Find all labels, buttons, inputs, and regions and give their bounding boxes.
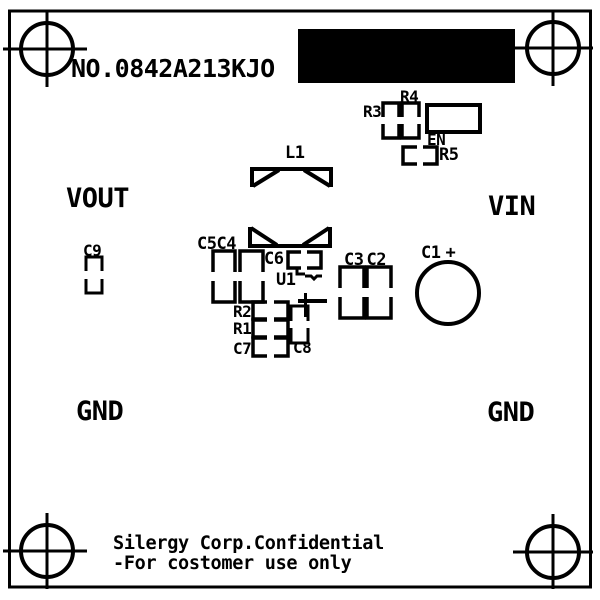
part-number: NO.0842A213KJO [71, 54, 275, 83]
mounting-hole-bottom-left [3, 513, 87, 589]
component-outline-EN [425, 103, 482, 134]
refdes-R4: R4 [400, 87, 419, 106]
refdes-C5C4: C5C4 [197, 236, 236, 253]
component-outline-R4 [400, 101, 421, 140]
refdes-R3: R3 [363, 102, 382, 121]
footer-confidential-line2: -For costomer use only [113, 553, 352, 574]
component-outline-C4 [238, 249, 265, 304]
refdes-C9: C9 [83, 241, 102, 260]
component-outline-C6 [286, 250, 323, 270]
refdes-C1: C1+ [421, 243, 456, 263]
mounting-hole-top-left [3, 11, 87, 87]
refdes-R5: R5 [439, 145, 459, 165]
mounting-hole-top-right [513, 11, 593, 86]
net-label-vout: VOUT [66, 183, 130, 214]
refdes-C7: C7 [233, 339, 252, 358]
refdes-R2: R2 [233, 302, 252, 321]
component-outline-C9 [84, 255, 104, 295]
component-outline-C1 [415, 260, 481, 326]
board-outline [8, 9, 592, 589]
refdes-L1: L1 [285, 143, 305, 163]
refdes-U1: U1 [276, 270, 296, 290]
component-outline-R2 [251, 300, 290, 321]
net-label-vin: VIN [488, 191, 536, 222]
component-outline-C3 [338, 265, 366, 320]
polarity-plus-mark: + [445, 243, 456, 263]
refdes-R1: R1 [233, 319, 252, 338]
component-outline-R5 [401, 145, 439, 166]
refdes-C1-text: C1 [421, 243, 441, 263]
refdes-C3: C3 [344, 250, 364, 270]
refdes-C4: C4 [216, 234, 236, 254]
component-outline-L1 [248, 167, 333, 248]
refdes-C8: C8 [293, 338, 312, 357]
net-label-gnd-right: GND [487, 397, 535, 428]
component-outline-R3 [381, 101, 401, 140]
blackout-label-block [298, 29, 515, 83]
component-outline-C8 [289, 304, 310, 345]
footer-confidential-line1: Silergy Corp.Confidential [113, 533, 384, 554]
component-outline-U1 [295, 268, 322, 282]
component-outline-C2 [365, 265, 393, 320]
refdes-EN: EN [427, 130, 446, 149]
refdes-C2: C2 [366, 250, 386, 270]
refdes-C6: C6 [264, 249, 284, 269]
component-outline-C7 [251, 336, 290, 358]
refdes-C5: C5 [197, 234, 217, 254]
component-outline-R1 [251, 318, 290, 339]
net-label-gnd-left: GND [76, 396, 124, 427]
mounting-hole-bottom-right [513, 514, 593, 589]
component-outline-C5 [211, 249, 237, 304]
